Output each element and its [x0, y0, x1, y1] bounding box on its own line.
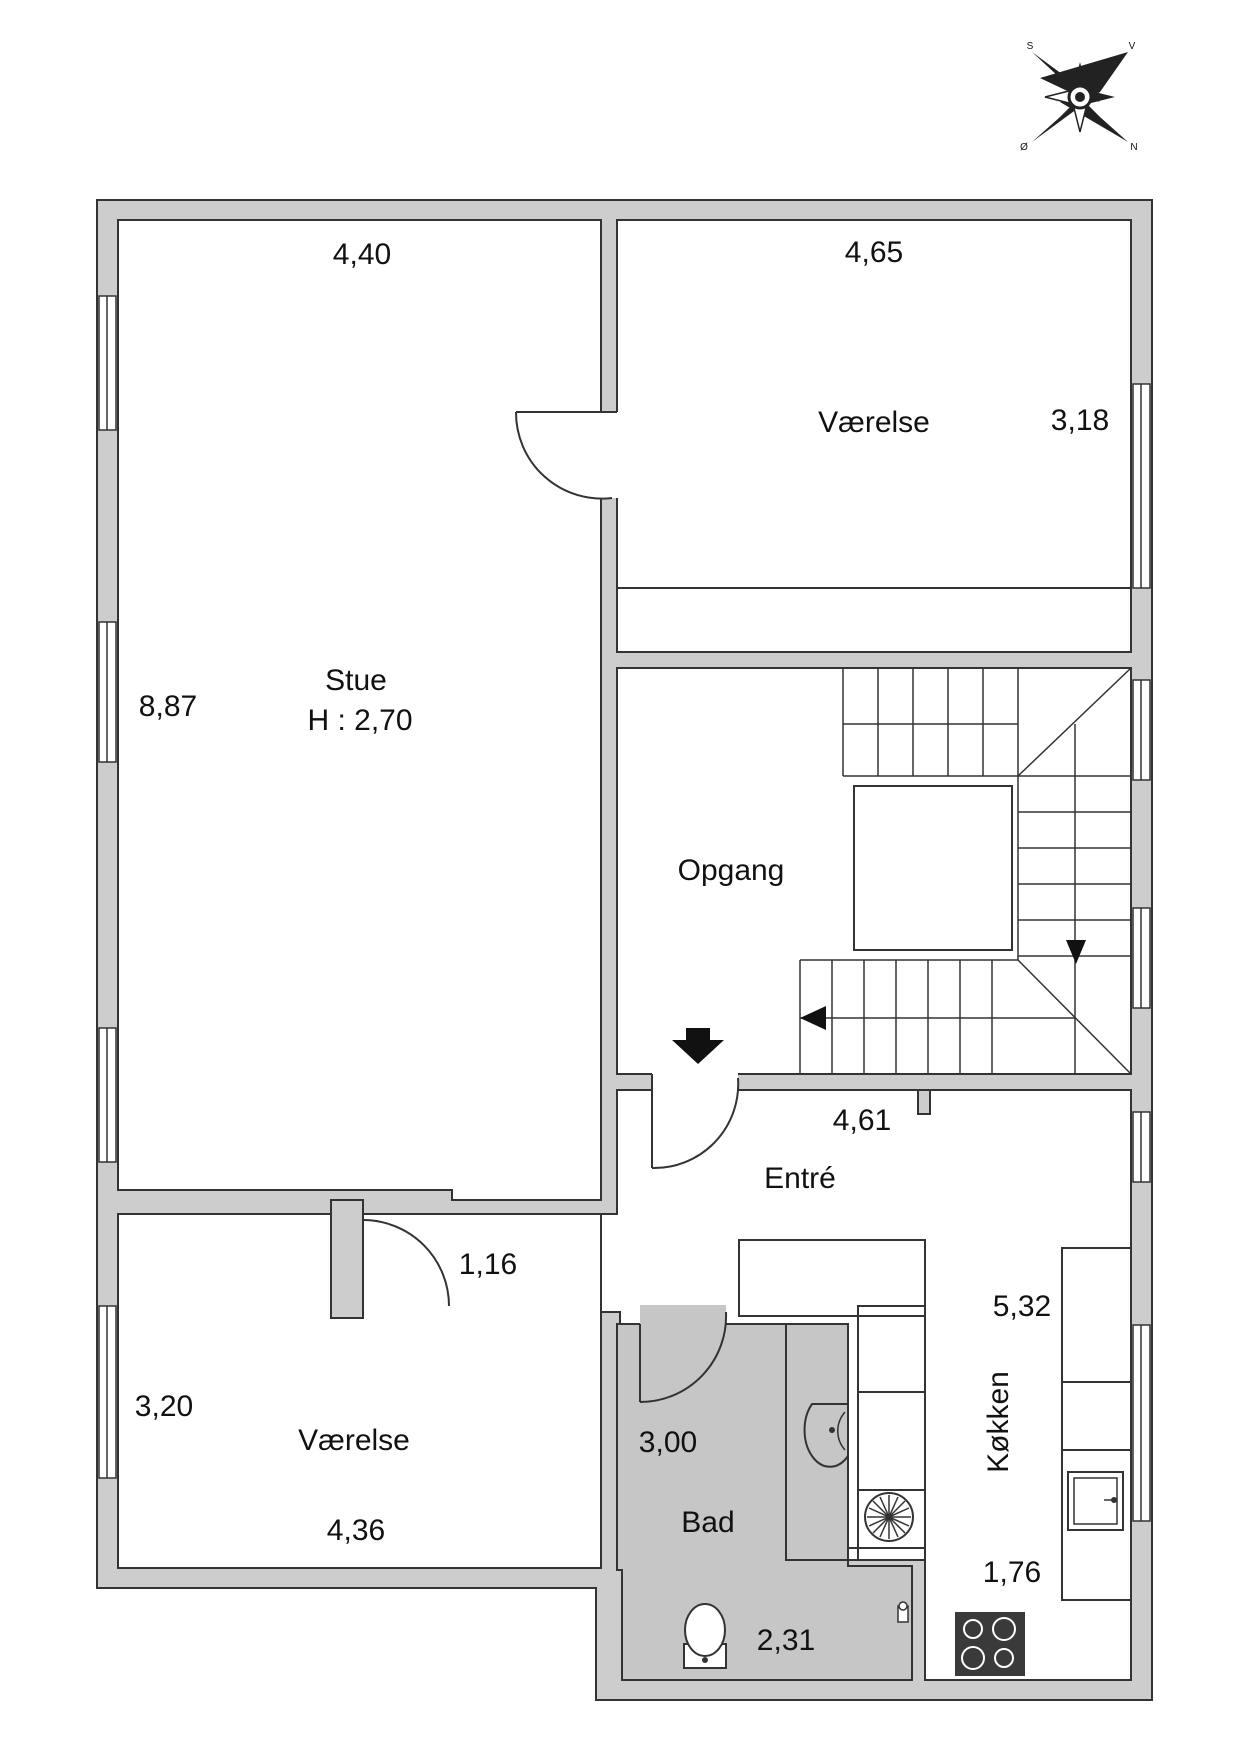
- doors: [362, 411, 740, 1404]
- faucet-icon: [897, 1601, 909, 1623]
- stue-width-label: 4,40: [333, 238, 391, 271]
- staircase: [799, 667, 1132, 1075]
- wall-stue-entre-stub: [330, 1199, 364, 1319]
- compass-rose-icon: [1032, 52, 1128, 142]
- vaerelse-top-name-label: Værelse: [818, 406, 930, 439]
- kokken-length-label: 5,32: [993, 1290, 1051, 1323]
- vaerelse-bottom-width-label: 4,36: [327, 1514, 385, 1547]
- vaerelse-bottom-name-label: Værelse: [298, 1424, 410, 1457]
- vaerelse-top-floor: [616, 219, 1132, 653]
- opgang-name-label: Opgang: [678, 854, 785, 887]
- bad-width-label: 2,31: [757, 1624, 815, 1657]
- stue-length-label: 8,87: [139, 690, 197, 723]
- vaerelse-top-width-label: 4,65: [845, 236, 903, 269]
- kitchen-fixtures: [738, 1239, 1132, 1676]
- vaerelse-bottom-length-label: 3,20: [135, 1390, 193, 1423]
- wall-entre-stub: [917, 1089, 931, 1115]
- bath-fixtures: [683, 1323, 914, 1669]
- room-floors: [117, 219, 1132, 1681]
- bad-length-label: 3,00: [639, 1426, 697, 1459]
- compass-label-s: S: [1027, 41, 1034, 52]
- stue-height-label: H : 2,70: [307, 704, 412, 737]
- entrance-arrow-icon: [672, 1028, 724, 1064]
- opgang-floor: [616, 667, 1132, 1075]
- compass-label-n: N: [1130, 142, 1137, 153]
- entre-width-label: 4,61: [833, 1104, 891, 1137]
- bad-name-label: Bad: [681, 1506, 734, 1539]
- entre-opening-label: 1,16: [459, 1248, 517, 1281]
- stue-name-label: Stue: [325, 664, 387, 697]
- windows: [98, 295, 1151, 1522]
- kokken-width-label: 1,76: [983, 1556, 1041, 1589]
- compass-label-v: V: [1129, 41, 1136, 52]
- entre-name-label: Entré: [764, 1162, 836, 1195]
- toilet-icon: [683, 1603, 727, 1669]
- stue-floor: [117, 219, 602, 1201]
- kokken-name-label: Køkken: [982, 1371, 1015, 1473]
- vaerelse-top-length-label: 3,18: [1051, 404, 1109, 437]
- compass-label-o: Ø: [1020, 142, 1028, 153]
- labels: 4,40 Stue H : 2,70 8,87 4,65 Værelse 3,1…: [135, 236, 1109, 1657]
